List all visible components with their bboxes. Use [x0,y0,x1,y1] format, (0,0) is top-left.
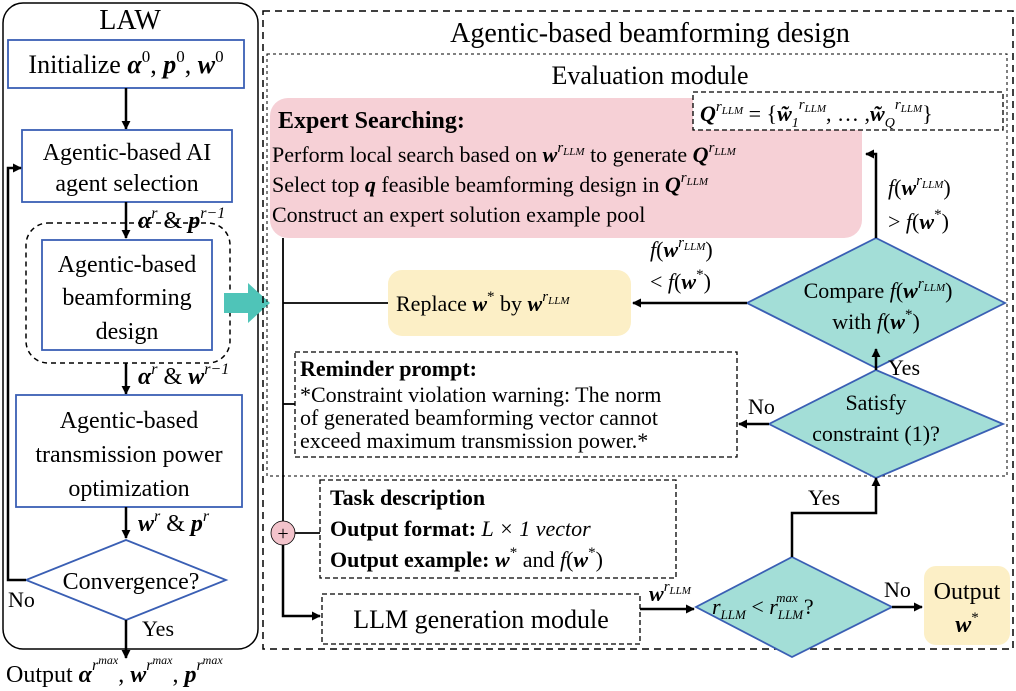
power-optimization-box [15,394,243,508]
q-set-box [692,91,1004,131]
compare-line1: Compare f(wrLLM) [804,276,953,303]
beamforming-line3: design [96,319,159,345]
beamforming-dashed-group [25,222,231,364]
evaluation-title: Evaluation module [551,61,748,90]
beamforming-line1: Agentic-based [58,252,197,278]
task-line3: Output example: w* and f(w*) [330,545,603,572]
q-set-text: QrLLM = {w̃1rLLM, … ,w̃QrLLM} [700,97,933,131]
cond-lt-line2: < f(w*) [650,267,711,294]
cond-gt-line2: > f(w*) [888,207,949,234]
reminder-box [294,351,738,458]
arrow-right-icon [224,283,270,323]
convergence-text: Convergence? [63,569,200,595]
reminder-line1: *Constraint violation warning: The norm [300,382,661,407]
law-output: Output αrmax, wrmax, prmax [6,653,223,688]
power-opt-line2: transmission power [35,442,222,468]
check-no-label: No [884,577,911,602]
label-alpha-w-r1: αr & wr−1 [138,361,229,390]
iteration-check-text: rLLM < rLLMmax? [712,590,814,622]
beamforming-line2: beamforming [62,285,191,311]
law-panel [2,2,259,650]
satisfy-no-label: No [748,394,775,419]
iteration-check-diamond [694,555,895,659]
satisfy-line2: constraint (1)? [812,421,940,446]
power-opt-line1: Agentic-based [60,408,199,434]
llm-generation-text: LLM generation module [353,605,609,634]
plus-text: + [277,523,288,545]
agent-selection-line1: Agentic-based AI [43,140,212,166]
arrow-to-llm [281,545,321,621]
replace-text: Replace w* by wrLLM [396,289,570,316]
expert-line1: Perform local search based on wrLLM to g… [272,140,737,167]
compare-line2: with f(w*) [832,307,920,334]
law-yes-label: Yes [142,616,174,641]
cond-gt-line1: f(wrLLM) [888,173,951,200]
right-title: Agentic-based beamforming design [450,18,850,49]
law-no-label: No [8,587,35,612]
arrow-no-loop [6,163,26,582]
output-var: w* [955,610,979,638]
expert-line2: Select top q feasible beamforming design… [272,170,709,197]
task-line2: Output format: L × 1 vector [330,516,591,541]
reminder-line2: of generated beamforming vector cannot [300,405,658,430]
expert-heading: Expert Searching: [278,108,465,134]
expert-searching-box [270,98,862,238]
replace-box [388,270,631,336]
initialize-text: Initialize α0, p0, w0 [28,47,223,79]
evaluation-module [266,53,1008,477]
arrow-compare-to-expert [865,149,878,238]
satisfy-line1: Satisfy [845,390,906,415]
reminder-line3: exceed maximum transmission power.* [300,428,648,453]
arrow-check-yes [790,477,881,557]
llm-output-label: wrLLM [649,579,692,606]
compare-diamond [744,236,1008,370]
output-label: Output [934,579,1001,605]
satisfy-yes-label: Yes [888,355,920,380]
task-box [319,479,677,579]
law-title: LAW [99,5,161,36]
reminder-heading: Reminder prompt: [300,356,477,381]
label-alpha-p-r1: αr & pr−1 [138,205,225,234]
agent-selection-line2: agent selection [55,171,198,197]
beamforming-box [41,239,213,351]
label-w-p-r: wr & pr [138,508,210,537]
check-yes-label: Yes [808,485,840,510]
output-box [924,566,1010,645]
expert-line3: Construct an expert solution example poo… [272,202,645,227]
task-line1: Task description [330,485,485,510]
power-opt-line3: optimization [68,476,189,502]
right-panel [262,10,1014,650]
cond-lt-line1: f(wrLLM) [650,235,713,262]
agent-selection-box [21,129,233,203]
llm-generation-box [321,593,641,645]
